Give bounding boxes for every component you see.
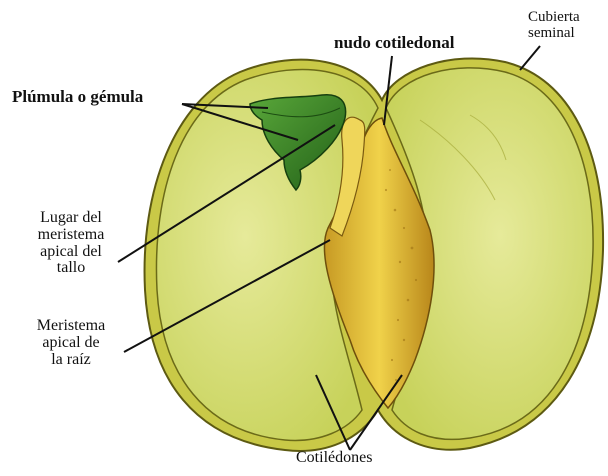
label-meristema-raiz: Meristema apical de la raíz	[16, 318, 126, 368]
leader-cubierta	[520, 46, 540, 70]
label-lugar-meristema: Lugar del meristema apical del tallo	[16, 210, 126, 277]
label-nudo-cotiledonal: nudo cotiledonal	[334, 34, 454, 52]
label-cubierta-seminal: Cubierta seminal	[528, 10, 608, 42]
label-cotiledones: Cotilédones	[296, 450, 372, 467]
label-plumula: Plúmula o gémula	[12, 88, 143, 106]
